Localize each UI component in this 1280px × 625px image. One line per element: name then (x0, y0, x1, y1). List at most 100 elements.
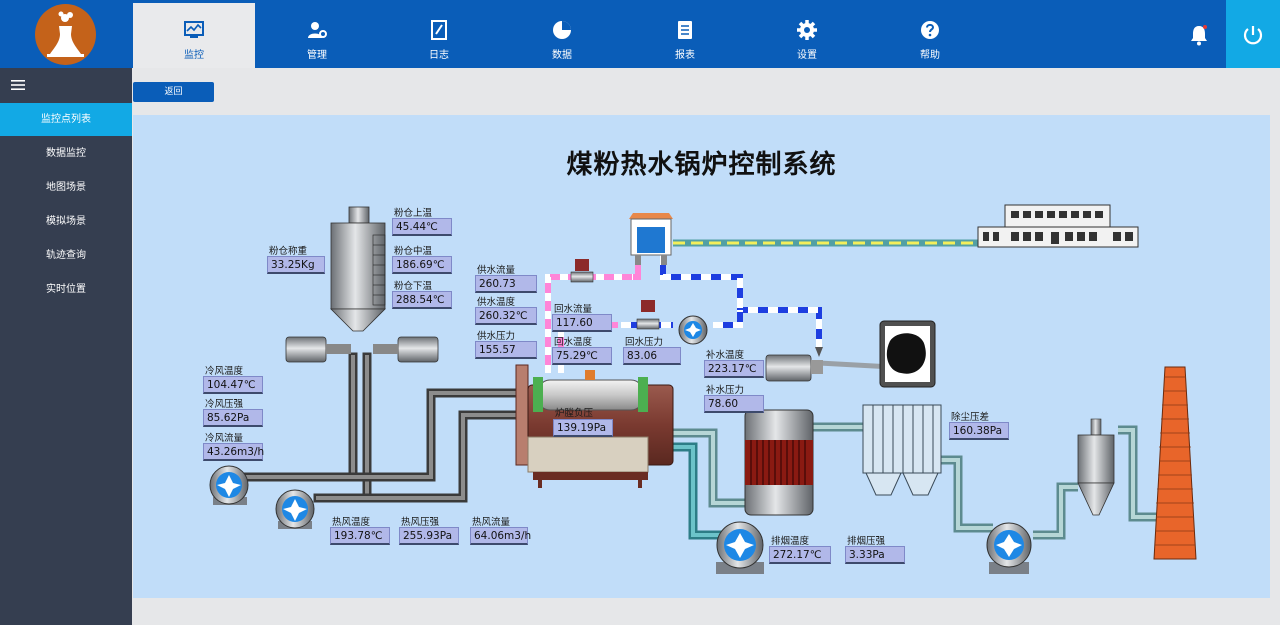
sidebar: 监控点列表 数据监控 地图场景 模拟场景 轨迹查询 实时位置 (0, 68, 132, 625)
return-flow-label: 回水流量 (554, 304, 593, 315)
cold-air-pressure-label: 冷风压强 (205, 399, 244, 410)
cold-air-fan (209, 465, 249, 505)
tab-help-label: 帮助 (920, 50, 940, 61)
top-nav-bar: 监控 管理 日志 数据 报表 (0, 0, 1280, 68)
boiler-unit (515, 364, 674, 488)
makeup-temp-label: 补水温度 (706, 350, 745, 361)
cyclone-separator (1077, 418, 1115, 516)
return-pressure-label: 回水压力 (625, 337, 664, 348)
makeup-pressure-label: 补水压力 (706, 385, 745, 396)
tab-settings[interactable]: 设置 (746, 3, 868, 68)
bin-top-temp-label: 粉仓上温 (394, 208, 433, 219)
tab-report-label: 报表 (675, 50, 695, 61)
coal-feeder-motors (285, 336, 439, 363)
cold-air-temp-value: 104.47℃ (203, 376, 263, 394)
tab-help[interactable]: 帮助 (869, 3, 991, 68)
boiler-process-diagram (209, 204, 1197, 574)
water-lines (545, 255, 894, 373)
cold-air-flow-value: 43.26m3/h (203, 443, 264, 461)
dust-diff-pressure-value: 160.38Pa (949, 422, 1009, 440)
user-gear-icon (308, 22, 327, 38)
footer-strip (133, 598, 1270, 625)
heated-building (977, 204, 1139, 248)
flue-induced-fan (716, 521, 764, 574)
bin-top-temp-value: 45.44℃ (392, 218, 452, 236)
hot-air-temp-value: 193.78℃ (330, 527, 390, 545)
sidebar-item-data-monitor[interactable]: 数据监控 (46, 148, 86, 159)
logo-badge (35, 4, 96, 65)
cold-air-pressure-value: 85.62Pa (203, 409, 263, 427)
supply-flow-value: 260.73 (475, 275, 537, 293)
bin-bottom-temp-value: 288.54℃ (392, 291, 452, 309)
tab-log[interactable]: 日志 (378, 3, 500, 68)
furnace-pressure-value: 139.19Pa (553, 419, 613, 437)
hamburger-menu-icon[interactable] (10, 78, 26, 92)
bin-mid-temp-label: 粉仓中温 (394, 246, 433, 257)
supply-pressure-label: 供水压力 (477, 331, 516, 342)
water-tank (629, 213, 673, 265)
furnace-pressure-label: 炉膛负压 (555, 408, 594, 419)
hot-air-pressure-label: 热风压强 (401, 517, 440, 528)
tab-log-label: 日志 (429, 50, 449, 61)
report-icon (678, 21, 692, 39)
bin-bottom-temp-label: 粉仓下温 (394, 281, 433, 292)
hot-air-flow-value: 64.06m3/h (470, 527, 531, 545)
hot-air-flow-label: 热风流量 (472, 517, 511, 528)
tab-manage-label: 管理 (307, 50, 327, 61)
makeup-temp-value: 223.17℃ (704, 360, 764, 378)
power-button[interactable] (1226, 0, 1280, 68)
sidebar-item-monitor-points[interactable]: 监控点列表 (0, 103, 132, 136)
app-logo (0, 0, 132, 68)
tab-manage[interactable]: 管理 (256, 3, 378, 68)
return-temp-value: 75.29℃ (552, 347, 612, 365)
air-duct-lines (238, 352, 523, 503)
supply-flow-label: 供水流量 (477, 265, 516, 276)
log-book-icon (431, 20, 447, 40)
hot-air-temp-label: 热风温度 (332, 517, 371, 528)
cold-air-flow-label: 冷风流量 (205, 433, 244, 444)
sidebar-item-simulation[interactable]: 模拟场景 (46, 216, 86, 227)
boiler-logo-icon (47, 11, 84, 57)
tab-settings-label: 设置 (797, 50, 817, 61)
tab-report[interactable]: 报表 (624, 3, 746, 68)
notification-bell-icon[interactable] (1188, 24, 1210, 46)
coal-bin (330, 206, 386, 332)
gear-icon (797, 20, 817, 40)
sidebar-item-map-scene[interactable]: 地图场景 (46, 182, 86, 193)
sidebar-item-track-query[interactable]: 轨迹查询 (46, 250, 86, 261)
makeup-water-tank (879, 320, 936, 388)
hot-air-fan (275, 489, 315, 529)
makeup-pressure-value: 78.60 (704, 395, 764, 413)
bin-mid-temp-value: 186.69℃ (392, 256, 452, 274)
flow-meters (570, 259, 823, 357)
chimney (1153, 366, 1197, 560)
sidebar-item-live-location[interactable]: 实时位置 (46, 284, 86, 295)
heat-exchanger (744, 409, 814, 516)
flue-gas-lines (645, 422, 1158, 540)
flue-pressure-label: 排烟压强 (847, 536, 886, 547)
dust-collector (862, 404, 942, 496)
exhaust-fan (986, 522, 1032, 574)
return-temp-label: 回水温度 (554, 337, 593, 348)
process-diagram-panel: 煤粉热水锅炉控制系统 粉仓称重 33.25Kg 粉仓上温 45.44℃ 粉仓中温… (133, 115, 1270, 598)
flue-temp-label: 排烟温度 (771, 536, 810, 547)
tab-data[interactable]: 数据 (501, 3, 623, 68)
tab-monitor-label: 监控 (184, 50, 204, 61)
makeup-pump (765, 354, 823, 382)
help-icon (921, 21, 939, 39)
tab-data-label: 数据 (552, 50, 572, 61)
dust-diff-pressure-label: 除尘压差 (951, 412, 990, 423)
circulation-pump (678, 315, 708, 345)
power-icon (1243, 26, 1263, 45)
cold-air-temp-label: 冷风温度 (205, 366, 244, 377)
flue-pressure-value: 3.33Pa (845, 546, 905, 564)
tab-monitor[interactable]: 监控 (133, 3, 255, 68)
return-flow-value: 117.60 (552, 314, 612, 332)
diagram-title: 煤粉热水锅炉控制系统 (566, 150, 837, 180)
bin-weight-value: 33.25Kg (267, 256, 325, 274)
hot-air-pressure-value: 255.93Pa (399, 527, 459, 545)
bin-weight-label: 粉仓称重 (269, 246, 308, 257)
return-pressure-value: 83.06 (623, 347, 681, 365)
supply-temp-value: 260.32℃ (475, 307, 537, 325)
back-button[interactable]: 返回 (133, 82, 214, 102)
